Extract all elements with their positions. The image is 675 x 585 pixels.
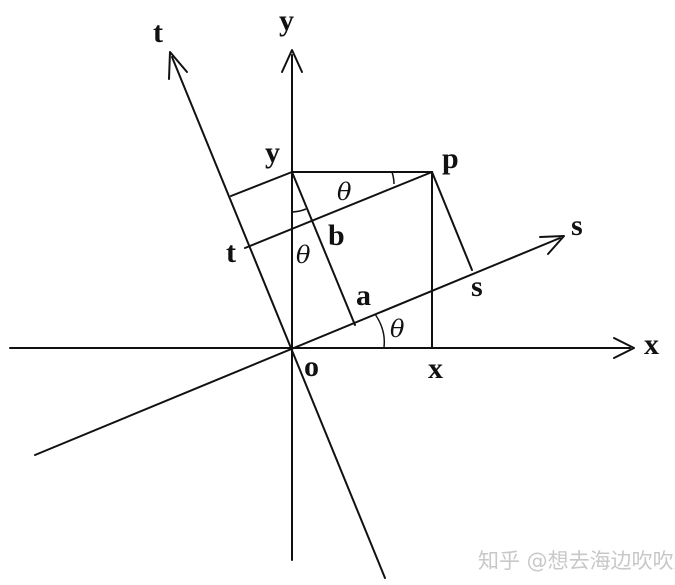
label-point-t: t — [226, 236, 236, 269]
theta-at-y: θ — [296, 241, 311, 269]
theta-at-o: θ — [390, 315, 405, 343]
label-point-p: p — [442, 142, 459, 175]
label-point-y: y — [265, 136, 280, 169]
angle-arcs — [291, 171, 395, 348]
y-axis — [281, 49, 303, 561]
arc-at-p — [391, 171, 395, 185]
label-t-axis: t — [153, 16, 163, 49]
t-axis — [168, 51, 386, 579]
theta-at-p: θ — [337, 178, 352, 206]
label-point-a: a — [356, 279, 371, 312]
label-x-axis: x — [644, 328, 659, 361]
arc-at-o — [374, 313, 386, 348]
segment-y-a — [291, 171, 356, 326]
projection-lines — [230, 171, 473, 349]
segment-t-p — [244, 171, 433, 249]
segment-p-s — [431, 171, 473, 271]
watermark: 知乎 @想去海边吹吹风 — [478, 549, 675, 573]
x-axis — [9, 337, 635, 359]
arc-at-y — [291, 208, 307, 213]
label-point-s: s — [471, 270, 483, 303]
label-y-axis: y — [279, 4, 294, 37]
label-point-b: b — [328, 219, 345, 252]
label-s-axis: s — [571, 209, 583, 242]
label-origin: o — [304, 350, 319, 383]
s-axis — [34, 235, 565, 456]
segment-y-t-perp — [230, 171, 293, 197]
label-point-x: x — [428, 352, 443, 385]
